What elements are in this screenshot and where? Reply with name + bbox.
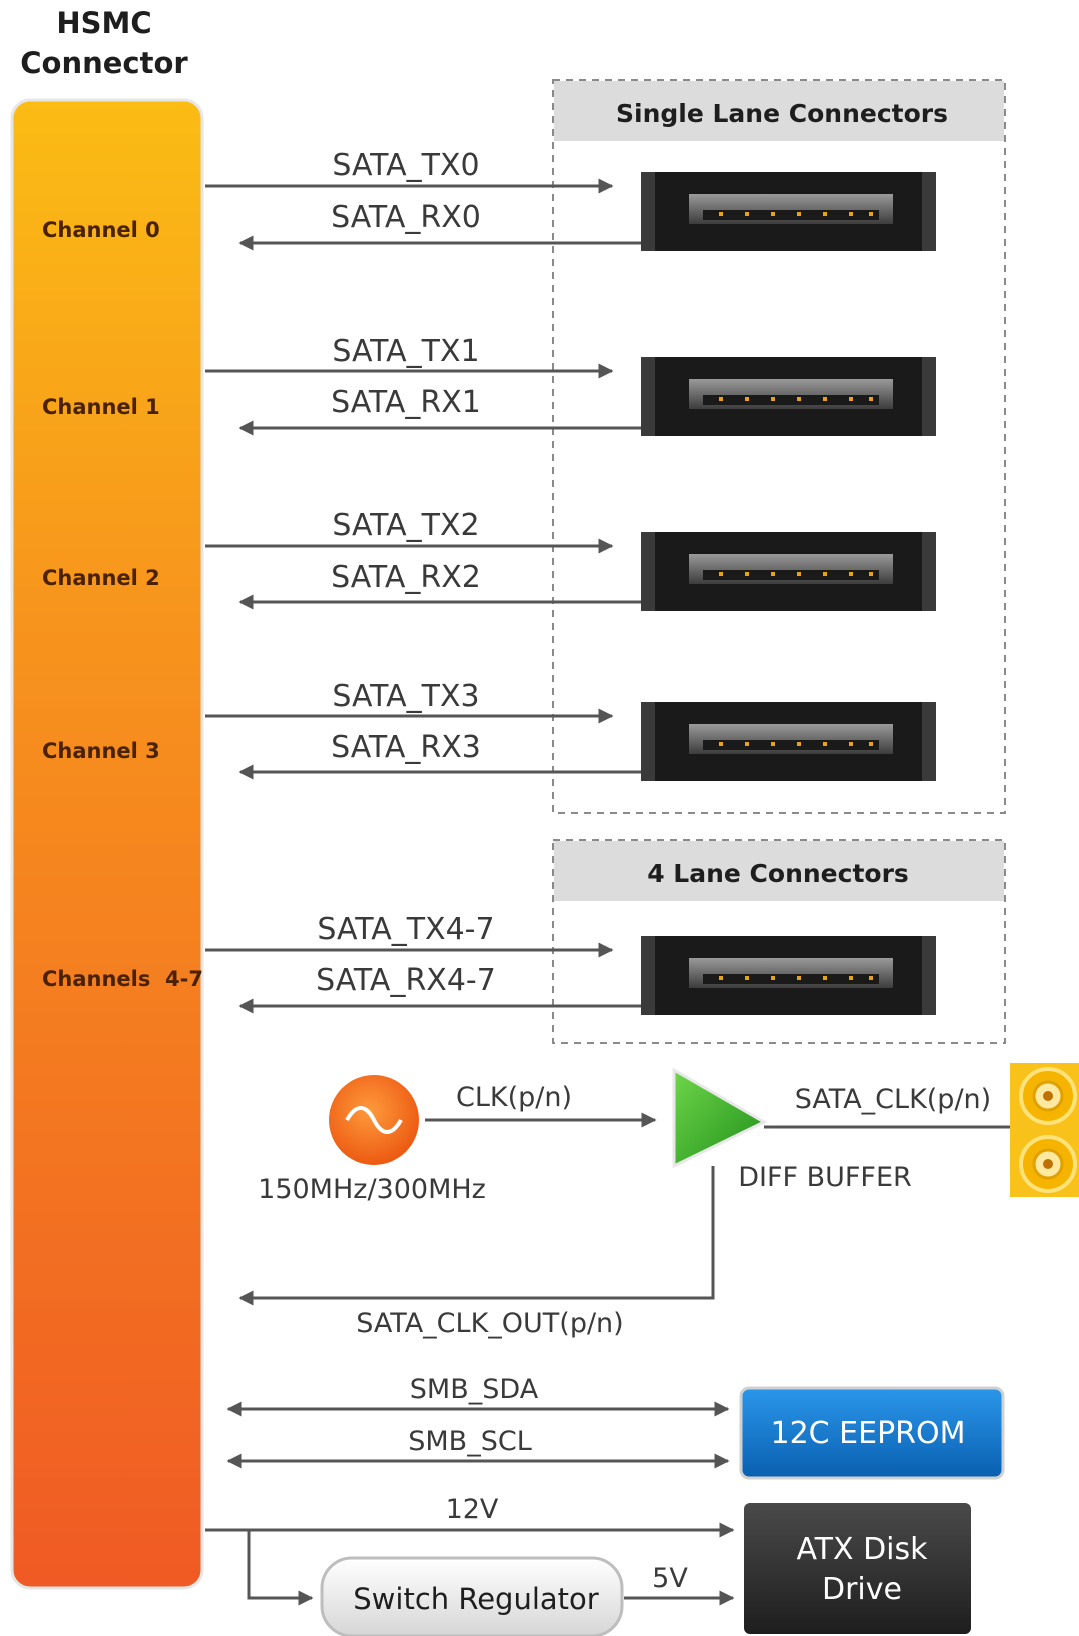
sata-rx2-label: SATA_RX2 [331, 560, 481, 595]
sata-connector-icon [641, 936, 936, 1015]
12v-label: 12V [446, 1494, 499, 1525]
sata-clk-out-label: SATA_CLK_OUT(p/n) [356, 1308, 623, 1339]
channel-3-label: Channel 3 [42, 739, 160, 763]
single-lane-box [552, 79, 1006, 814]
four-lane-box [552, 839, 1006, 1044]
smb-sda-label: SMB_SDA [410, 1374, 539, 1405]
sata-tx3-label: SATA_TX3 [332, 679, 479, 714]
sata-tx0-label: SATA_TX0 [332, 148, 479, 183]
diff-buffer-label: DIFF BUFFER [738, 1162, 912, 1193]
hsmc-connector-bar [10, 98, 204, 1590]
eeprom-box [739, 1386, 1005, 1480]
sata-rx0-label: SATA_RX0 [331, 200, 481, 235]
hsmc-title-line1: HSMC [56, 6, 151, 40]
5v-label: 5V [652, 1563, 688, 1594]
channel-0-label: Channel 0 [42, 218, 160, 242]
switch-regulator-label: Switch Regulator [353, 1582, 599, 1616]
switch-regulator-box [320, 1556, 624, 1636]
four-lane-header-bg [554, 841, 1004, 901]
sma-connector-icon [1010, 1063, 1079, 1197]
eeprom-label: 12C EEPROM [771, 1416, 966, 1451]
sine-wave-icon [345, 1106, 403, 1134]
single-lane-header: Single Lane Connectors [616, 99, 948, 128]
sata-tx2-label: SATA_TX2 [332, 508, 479, 543]
smb-scl-label: SMB_SCL [408, 1426, 532, 1457]
sata-clk-label: SATA_CLK(p/n) [795, 1084, 991, 1115]
sata-rx47-label: SATA_RX4-7 [316, 963, 496, 998]
atx-label-line1: ATX Disk [796, 1532, 928, 1567]
sata-rx3-label: SATA_RX3 [331, 730, 481, 765]
atx-label-line2: Drive [822, 1572, 902, 1607]
channels-4-7-label: Channels 4-7 [42, 967, 203, 991]
sata-connector-icon [641, 357, 936, 436]
regulator-feed-arrow [247, 1530, 314, 1606]
channel-2-label: Channel 2 [42, 566, 160, 590]
channel-1-label: Channel 1 [42, 395, 160, 419]
hsmc-title-line2: Connector [20, 46, 188, 80]
sata-connector-icon [641, 172, 936, 251]
diff-buffer-triangle-icon [672, 1067, 768, 1169]
single-lane-header-bg [554, 81, 1004, 141]
sata-connector-icon [641, 702, 936, 781]
sata-connector-icon [641, 532, 936, 611]
sata-rx1-label: SATA_RX1 [331, 385, 481, 420]
sata-tx47-label: SATA_TX4-7 [317, 912, 494, 947]
sata-tx1-label: SATA_TX1 [332, 334, 479, 369]
atx-disk-drive-box [744, 1503, 971, 1634]
clk-label: CLK(p/n) [456, 1082, 572, 1113]
four-lane-header: 4 Lane Connectors [647, 859, 909, 888]
oscillator-frequency: 150MHz/300MHz [258, 1174, 486, 1205]
sata-clk-out-arrow [238, 1166, 715, 1306]
